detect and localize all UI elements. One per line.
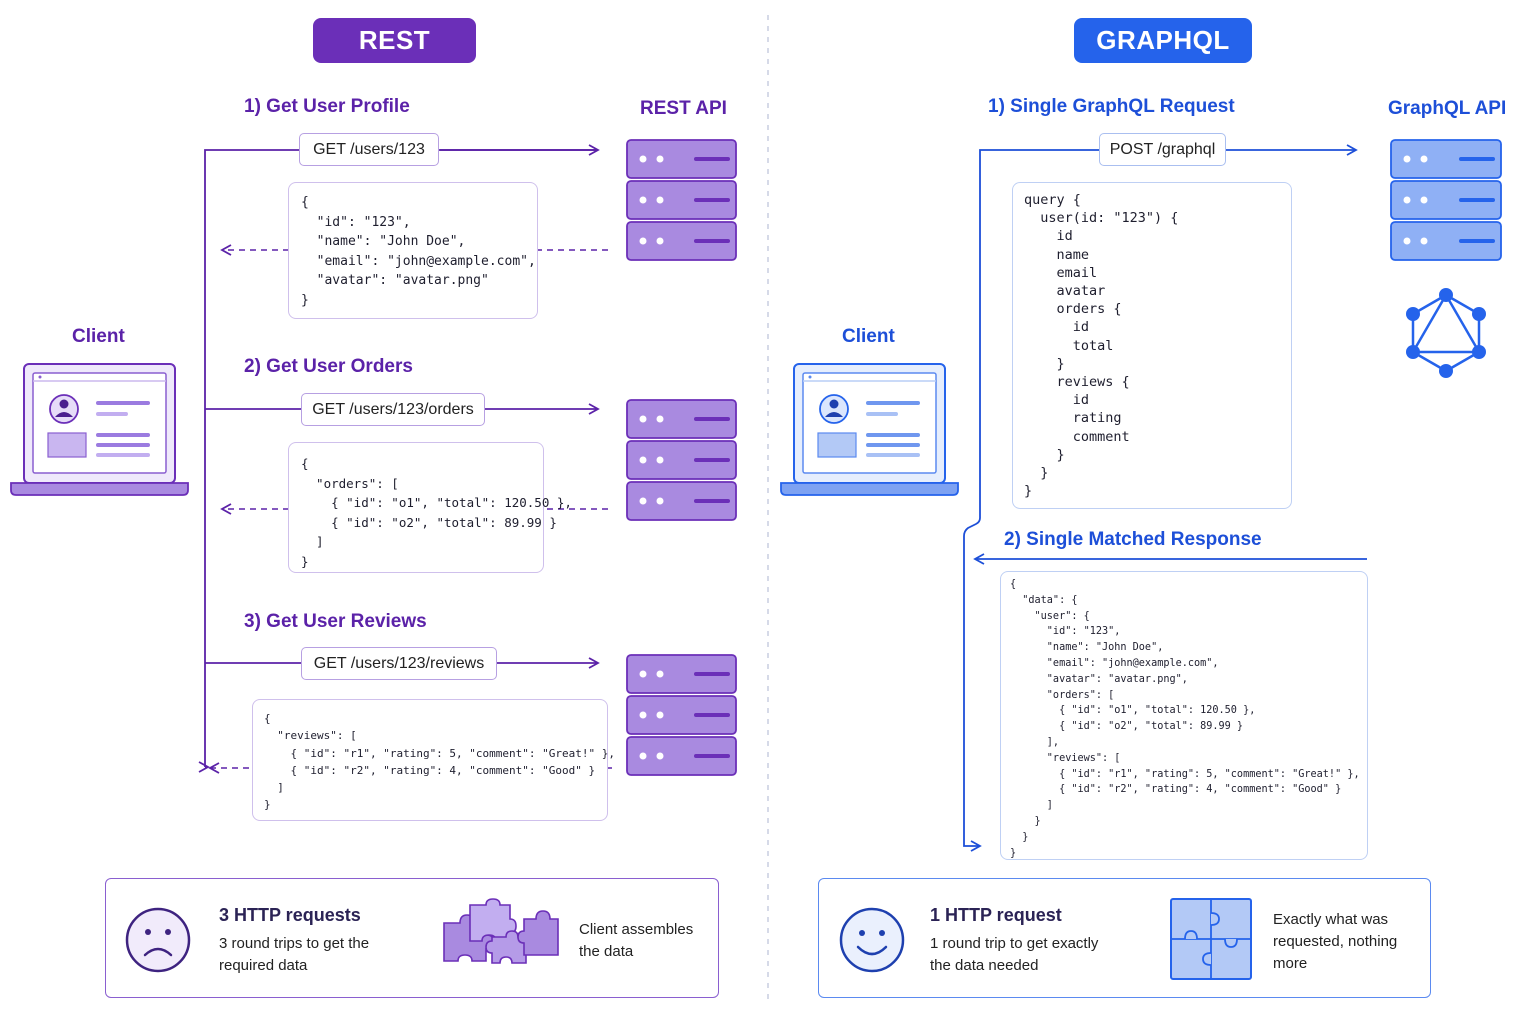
smiley-face-icon: [839, 907, 905, 973]
rest-step-2-heading: 2) Get User Orders: [244, 356, 413, 377]
graphql-endpoint: POST /graphql: [1099, 133, 1226, 166]
graphql-summary-title: 1 HTTP request: [930, 905, 1062, 925]
rest-summary-text: 3 round trips to get the required data: [219, 935, 370, 974]
graphql-title-pill: GRAPHQL: [1074, 18, 1252, 63]
graphql-response-heading: 2) Single Matched Response: [1004, 529, 1262, 550]
rest-title-pill: REST: [313, 18, 476, 63]
graphql-response-box: { "data": { "user": { "id": "123", "name…: [1000, 571, 1368, 860]
rest-step-3-heading: 3) Get User Reviews: [244, 611, 427, 632]
rest-client-label: Client: [72, 326, 125, 347]
graphql-query-box: query { user(id: "123") { id name email …: [1012, 182, 1292, 509]
rest-endpoint-2: GET /users/123/orders: [301, 393, 485, 426]
rest-step-1-heading: 1) Get User Profile: [244, 96, 410, 117]
rest-response-2: { "orders": [ { "id": "o1", "total": 120…: [288, 442, 572, 573]
sad-face-icon: [125, 907, 191, 973]
graphql-summary-result: Exactly what was requested, nothing more: [1273, 911, 1398, 972]
graphql-request-path: [963, 149, 1100, 852]
rest-endpoint-3: GET /users/123/reviews: [301, 647, 497, 680]
rest-response-1: { "id": "123", "name": "John Doe", "emai…: [288, 182, 538, 319]
rest-endpoint-1: GET /users/123: [299, 133, 439, 166]
graphql-request-heading: 1) Single GraphQL Request: [988, 96, 1235, 117]
puzzle-complete-icon: [1170, 898, 1252, 980]
puzzle-pieces-icon: [443, 898, 559, 964]
rest-api-label: REST API: [640, 98, 727, 119]
graphql-summary-box: 1 HTTP request 1 round trip to get exact…: [818, 878, 1431, 998]
rest-summary-title: 3 HTTP requests: [219, 905, 361, 925]
rest-summary-result: Client assembles the data: [579, 921, 694, 960]
rest-response-3: { "reviews": [ { "id": "r1", "rating": 5…: [252, 699, 615, 821]
graphql-client-label: Client: [842, 326, 895, 347]
rest-summary-box: 3 HTTP requests 3 round trips to get the…: [105, 878, 719, 998]
graphql-api-label: GraphQL API: [1388, 98, 1507, 119]
graphql-summary-text: 1 round trip to get exactly the data nee…: [930, 935, 1099, 974]
